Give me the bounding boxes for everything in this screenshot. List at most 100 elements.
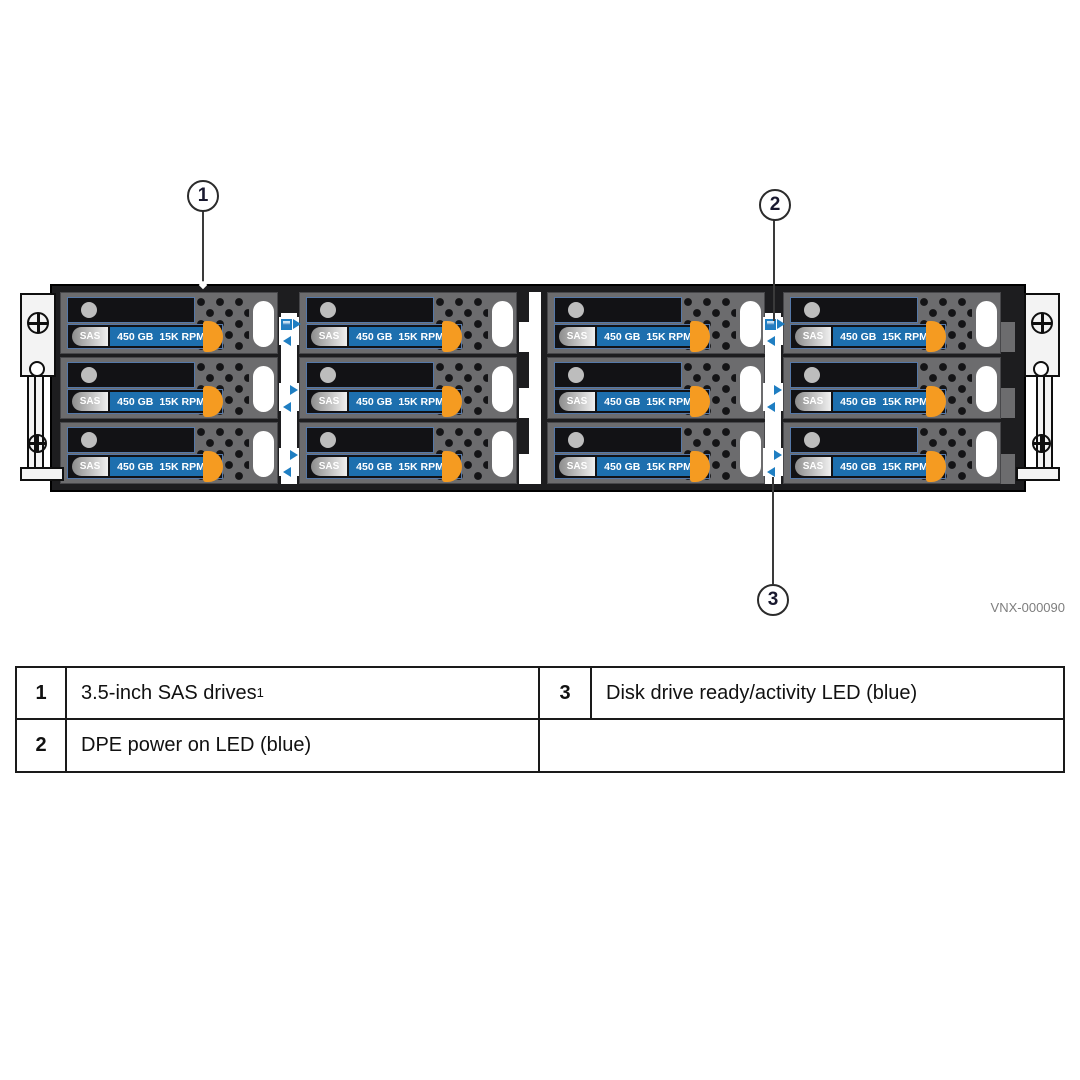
drive-top-panel (67, 362, 195, 388)
drive-latch-orange (203, 321, 223, 352)
drive-release-latch (492, 431, 513, 477)
drive-button (320, 302, 336, 318)
callout-3: 3 (757, 584, 789, 616)
drive-button (81, 302, 97, 318)
drive-top-panel (306, 297, 434, 323)
drive-interface-badge: SAS (795, 392, 831, 411)
drive-speed: 15K RPM (159, 330, 205, 343)
drive-bay: SAS 450 GB 15K RPM (60, 357, 278, 419)
drive-top-panel (790, 297, 918, 323)
drive-speed: 15K RPM (398, 330, 444, 343)
drive-bay: SAS 450 GB 15K RPM (299, 357, 517, 419)
legend-row-2: 2 DPE power on LED (blue) (17, 720, 1063, 771)
drive-capacity: 450 GB (604, 460, 641, 473)
drive-release-latch (976, 431, 997, 477)
drive-label: SAS 450 GB 15K RPM (790, 389, 946, 414)
drive-bay: SAS 450 GB 15K RPM (783, 292, 1001, 354)
drive-latch-orange (926, 321, 946, 352)
drive-activity-led (774, 450, 782, 460)
drive-speed: 15K RPM (882, 330, 928, 343)
drive-column-2: SAS 450 GB 15K RPM SAS 450 GB 15K RPM (299, 292, 517, 484)
figure-code: VNX-000090 (990, 600, 1065, 615)
drive-spec-badge: 450 GB 15K RPM (349, 327, 451, 346)
drive-button (320, 367, 336, 383)
drive-button (81, 367, 97, 383)
callout-3-label: 3 (767, 589, 779, 610)
dpe-power-led (281, 319, 292, 330)
drive-label: SAS 450 GB 15K RPM (67, 389, 223, 414)
dpe-enclosure: SAS 450 GB 15K RPM SAS 450 GB 15K RPM (50, 284, 1026, 492)
drive-column-1: SAS 450 GB 15K RPM SAS 450 GB 15K RPM (60, 292, 278, 484)
drive-interface-badge: SAS (311, 392, 347, 411)
drive-interface-badge: SAS (795, 457, 831, 476)
drive-interface-badge: SAS (559, 392, 595, 411)
drive-bay: SAS 450 GB 15K RPM (783, 422, 1001, 484)
center-divider-tab (519, 454, 531, 484)
drive-button (568, 367, 584, 383)
drive-interface-badge: SAS (559, 457, 595, 476)
drive-interface-badge: SAS (72, 392, 108, 411)
drive-speed: 15K RPM (882, 395, 928, 408)
drive-activity-led (777, 319, 785, 329)
drive-interface-badge: SAS (795, 327, 831, 346)
drive-capacity: 450 GB (117, 395, 154, 408)
drive-spec-badge: 450 GB 15K RPM (349, 392, 451, 411)
drive-label: SAS 450 GB 15K RPM (306, 454, 462, 479)
drive-top-panel (554, 362, 682, 388)
drive-activity-led (767, 402, 775, 412)
drive-capacity: 450 GB (840, 330, 877, 343)
drive-column-3: SAS 450 GB 15K RPM SAS 450 GB 15K RPM (547, 292, 765, 484)
drive-capacity: 450 GB (356, 395, 393, 408)
drive-activity-led (290, 450, 298, 460)
legend-num-1: 1 (17, 668, 67, 718)
drive-bay: SAS 450 GB 15K RPM (299, 422, 517, 484)
drive-speed: 15K RPM (646, 330, 692, 343)
drive-label: SAS 450 GB 15K RPM (306, 324, 462, 349)
drive-capacity: 450 GB (604, 395, 641, 408)
drive-speed: 15K RPM (159, 395, 205, 408)
screw-icon (1031, 312, 1053, 334)
drive-spec-badge: 450 GB 15K RPM (110, 327, 212, 346)
drive-label: SAS 450 GB 15K RPM (67, 324, 223, 349)
drive-label: SAS 450 GB 15K RPM (554, 454, 710, 479)
callout-1: 1 (187, 180, 219, 212)
callout-2: 2 (759, 189, 791, 221)
drive-release-latch (740, 366, 761, 412)
drive-spec-badge: 450 GB 15K RPM (833, 457, 935, 476)
callout-2-line (773, 219, 775, 321)
drive-top-panel (554, 427, 682, 453)
legend-desc-2-text: DPE power on LED (blue) (81, 734, 312, 756)
drive-latch-orange (926, 451, 946, 482)
drive-activity-led (283, 336, 291, 346)
bracket-hole (1033, 361, 1049, 377)
drive-label: SAS 450 GB 15K RPM (790, 454, 946, 479)
drive-release-latch (253, 366, 274, 412)
drive-activity-led (767, 467, 775, 477)
drive-activity-led (283, 402, 291, 412)
drive-capacity: 450 GB (840, 460, 877, 473)
drive-label: SAS 450 GB 15K RPM (306, 389, 462, 414)
drive-latch-orange (203, 451, 223, 482)
drive-button (568, 302, 584, 318)
drive-button (804, 432, 820, 448)
drive-release-latch (492, 301, 513, 347)
drive-activity-led (283, 467, 291, 477)
drive-spec-badge: 450 GB 15K RPM (110, 392, 212, 411)
drive-top-panel (67, 427, 195, 453)
drive-latch-orange (926, 386, 946, 417)
drive-spec-badge: 450 GB 15K RPM (597, 327, 699, 346)
left-bracket-foot (20, 467, 64, 481)
drive-speed: 15K RPM (646, 460, 692, 473)
legend-empty-cell (540, 720, 1063, 771)
drive-spec-badge: 450 GB 15K RPM (833, 392, 935, 411)
drive-top-panel (790, 362, 918, 388)
center-divider-tab (519, 388, 531, 418)
drive-capacity: 450 GB (604, 330, 641, 343)
drive-bay: SAS 450 GB 15K RPM (783, 357, 1001, 419)
drive-release-latch (253, 301, 274, 347)
drive-spec-badge: 450 GB 15K RPM (597, 392, 699, 411)
drive-capacity: 450 GB (356, 330, 393, 343)
